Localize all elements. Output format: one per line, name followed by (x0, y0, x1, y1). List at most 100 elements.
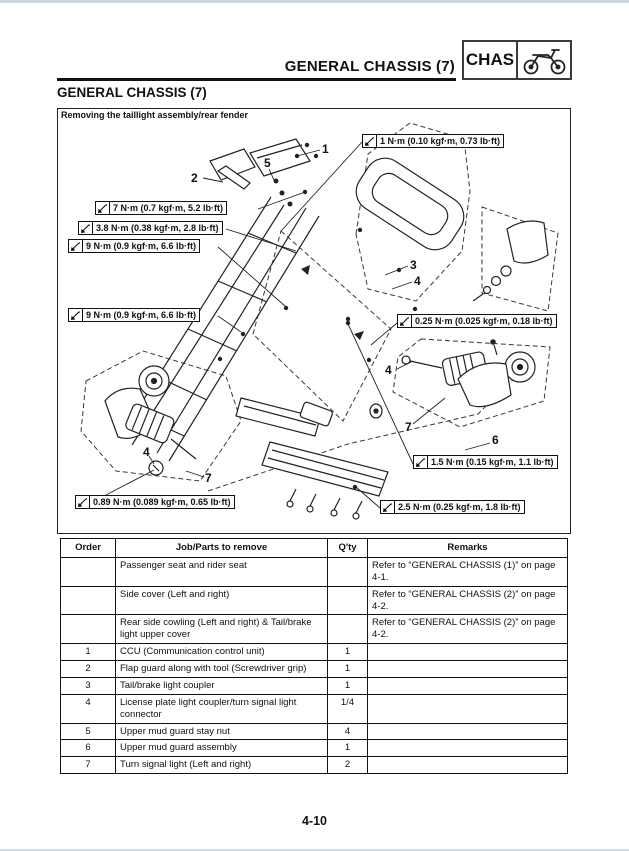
qty-cell: 1 (327, 676, 368, 695)
remarks-cell: Refer to “GENERAL CHASSIS (1)” on page 4… (367, 556, 568, 587)
part-label: 4 (385, 363, 392, 377)
part-label: 4 (414, 274, 421, 288)
remarks-cell (367, 693, 568, 724)
page-title: GENERAL CHASSIS (7) (284, 58, 455, 75)
remarks-cell (367, 756, 568, 775)
torque-callout: 0.89 N·m (0.089 kgf·m, 0.65 lb·ft) (75, 495, 235, 509)
table-row: Rear side cowling (Left and right) & Tai… (60, 614, 568, 645)
order-cell: 6 (60, 739, 116, 758)
job-parts-table: Order Job/Parts to remove Q'ty Remarks P… (60, 538, 568, 775)
job-cell: CCU (Communication control unit) (115, 643, 328, 661)
table-row: Side cover (Left and right) Refer to “GEN… (60, 585, 568, 616)
part-label: 7 (405, 420, 412, 434)
torque-value: 9 N·m (0.9 kgf·m, 6.6 lb·ft) (86, 310, 197, 320)
job-cell: Turn signal light (Left and right) (115, 756, 328, 775)
part-label: 6 (492, 433, 499, 447)
remarks-cell: Refer to “GENERAL CHASSIS (2)” on page 4… (367, 614, 568, 645)
order-cell (60, 556, 116, 587)
chapter-badge-label: CHAS (464, 42, 518, 78)
order-cell: 1 (60, 643, 116, 661)
section-title: GENERAL CHASSIS (7) (57, 85, 207, 100)
torque-callout: 3.8 N·m (0.38 kgf·m, 2.8 lb·ft) (78, 221, 223, 235)
exploded-diagram-panel: Removing the taillight assembly/rear fen… (57, 108, 571, 534)
part-label: 4 (143, 445, 150, 459)
remarks-cell (367, 722, 568, 741)
torque-callout: 2.5 N·m (0.25 kgf·m, 1.8 lb·ft) (380, 500, 525, 514)
window-edge-top (0, 0, 629, 3)
torque-wrench-icon (69, 309, 83, 321)
job-cell: Upper mud guard assembly (115, 739, 328, 758)
title-rule (57, 78, 456, 81)
qty-cell: 1 (327, 739, 368, 758)
page-number: 4-10 (301, 814, 328, 828)
part-label: 3 (410, 258, 417, 272)
motorcycle-icon (518, 42, 570, 78)
job-cell: Passenger seat and rider seat (115, 556, 328, 587)
torque-wrench-icon (363, 135, 377, 147)
order-cell (60, 585, 116, 616)
col-header-remarks: Remarks (367, 538, 568, 558)
remarks-cell (367, 739, 568, 758)
torque-value: 2.5 N·m (0.25 kgf·m, 1.8 lb·ft) (398, 502, 521, 512)
remarks-cell (367, 676, 568, 695)
torque-callout: 1 N·m (0.10 kgf·m, 0.73 lb·ft) (362, 134, 505, 148)
col-header-qty: Q'ty (327, 538, 368, 558)
chapter-badge: CHAS (462, 40, 572, 80)
qty-cell: 1/4 (327, 693, 368, 724)
torque-value: 0.25 N·m (0.025 kgf·m, 0.18 lb·ft) (415, 316, 553, 326)
exploded-diagram (80, 122, 559, 520)
job-cell: License plate light coupler/turn signal … (115, 693, 328, 724)
torque-wrench-icon (96, 202, 110, 214)
job-cell: Tail/brake light coupler (115, 676, 328, 695)
qty-cell (327, 556, 368, 587)
job-cell: Flap guard along with tool (Screwdriver … (115, 660, 328, 678)
torque-callout: 0.25 N·m (0.025 kgf·m, 0.18 lb·ft) (397, 314, 557, 328)
qty-cell: 1 (327, 643, 368, 661)
torque-value: 1 N·m (0.10 kgf·m, 0.73 lb·ft) (380, 136, 501, 146)
qty-cell (327, 614, 368, 645)
torque-callout: 7 N·m (0.7 kgf·m, 5.2 lb·ft) (95, 201, 228, 215)
remarks-cell (367, 660, 568, 678)
order-cell: 4 (60, 693, 116, 724)
job-cell: Side cover (Left and right) (115, 585, 328, 616)
job-cell: Rear side cowling (Left and right) & Tai… (115, 614, 328, 645)
torque-wrench-icon (69, 240, 83, 252)
torque-wrench-icon (76, 496, 90, 508)
torque-callout: 9 N·m (0.9 kgf·m, 6.6 lb·ft) (68, 239, 201, 253)
order-cell: 2 (60, 660, 116, 678)
torque-wrench-icon (79, 222, 93, 234)
order-cell: 3 (60, 676, 116, 695)
order-cell: 5 (60, 722, 116, 741)
col-header-job: Job/Parts to remove (115, 538, 328, 558)
torque-wrench-icon (381, 501, 395, 513)
torque-value: 9 N·m (0.9 kgf·m, 6.6 lb·ft) (86, 241, 197, 251)
torque-value: 3.8 N·m (0.38 kgf·m, 2.8 lb·ft) (96, 223, 219, 233)
table-header-row: Order Job/Parts to remove Q'ty Remarks (60, 538, 568, 558)
part-label: 7 (205, 471, 212, 485)
qty-cell: 2 (327, 756, 368, 775)
remarks-cell (367, 643, 568, 661)
part-label: 2 (191, 171, 198, 185)
part-label: 1 (322, 142, 329, 156)
qty-cell (327, 585, 368, 616)
part-label: 5 (264, 156, 271, 170)
torque-value: 0.89 N·m (0.089 kgf·m, 0.65 lb·ft) (93, 497, 231, 507)
qty-cell: 1 (327, 660, 368, 678)
qty-cell: 4 (327, 722, 368, 741)
torque-wrench-icon (414, 456, 428, 468)
table-row: Passenger seat and rider seat Refer to “G… (60, 556, 568, 587)
torque-callout: 9 N·m (0.9 kgf·m, 6.6 lb·ft) (68, 308, 201, 322)
remarks-cell: Refer to “GENERAL CHASSIS (2)” on page 4… (367, 585, 568, 616)
order-cell: 7 (60, 756, 116, 775)
order-cell (60, 614, 116, 645)
torque-wrench-icon (398, 315, 412, 327)
col-header-order: Order (60, 538, 116, 558)
torque-value: 1.5 N·m (0.15 kgf·m, 1.1 lb·ft) (431, 457, 554, 467)
